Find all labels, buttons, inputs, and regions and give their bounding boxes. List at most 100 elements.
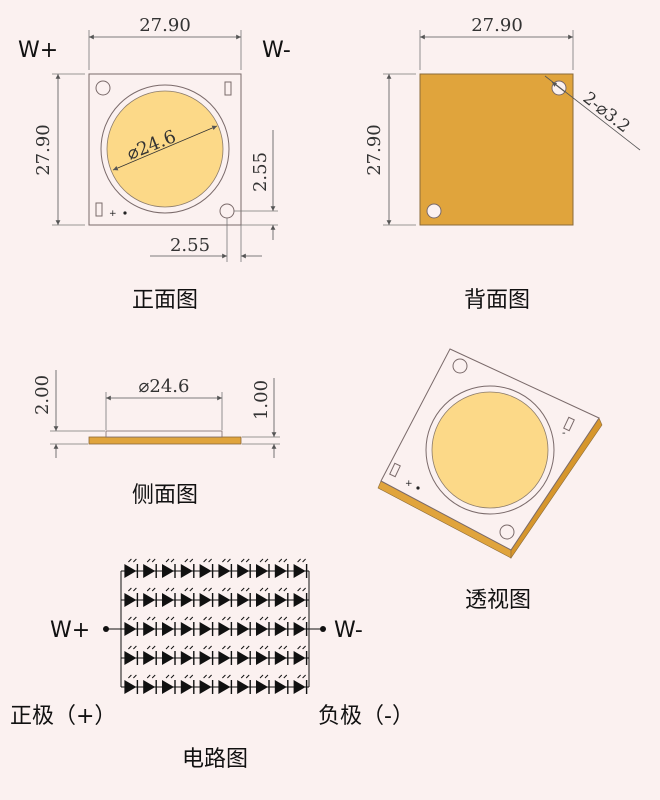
led-diode	[237, 587, 251, 607]
led-diode	[199, 587, 214, 607]
circuit-diagram: W+ W- 正极（+） 负极（-） 电路图	[10, 558, 414, 772]
circuit-plus-terminal-label: W+	[50, 618, 90, 643]
led-diode	[180, 616, 195, 636]
circuit-caption: 电路图	[182, 747, 248, 772]
led-diode	[218, 558, 233, 578]
led-diode	[274, 674, 289, 694]
back-mounting-hole-bottom-left	[426, 203, 442, 219]
front-height-dimension: 27.90	[33, 73, 85, 226]
led-diode	[274, 645, 289, 665]
front-mounting-hole-top-left	[95, 80, 111, 96]
led-diode	[237, 674, 251, 694]
perspective-mounting-hole-bottom	[499, 524, 515, 540]
perspective-mounting-hole-top	[452, 358, 468, 374]
front-minus-terminal-label: W-	[262, 38, 291, 63]
side-phosphor-dome	[105, 430, 223, 438]
led-diode	[293, 616, 308, 636]
led-diode	[218, 645, 233, 665]
front-pad-minus	[224, 81, 232, 96]
led-diode	[143, 674, 157, 694]
led-diode	[199, 616, 214, 636]
back-height-value: 27.90	[364, 124, 385, 176]
led-diode	[237, 616, 251, 636]
front-view: W+ W- 27.90 27.90 + ⌀24.6	[18, 15, 291, 313]
led-diode	[218, 616, 233, 636]
led-diode	[237, 645, 251, 665]
back-substrate	[419, 73, 574, 226]
perspective-pad-minus	[563, 416, 575, 432]
side-total-height-value: 2.00	[32, 375, 53, 415]
front-hole-offset-y-value: 2.55	[250, 152, 271, 192]
led-diode	[124, 558, 139, 578]
front-height-value: 27.90	[33, 124, 54, 176]
side-view: ⌀24.6 2.00 1.00 侧面图	[32, 370, 280, 508]
side-substrate-height-value: 1.00	[251, 380, 272, 420]
circuit-minus-terminal-label: W-	[334, 618, 363, 643]
back-width-value: 27.90	[471, 15, 523, 36]
perspective-dam-ring	[425, 385, 555, 515]
led-diode	[162, 558, 176, 578]
led-diode	[180, 674, 195, 694]
led-diode	[293, 674, 308, 694]
led-diode	[256, 645, 270, 665]
led-diode	[180, 558, 195, 578]
led-diode	[237, 558, 251, 578]
led-diode	[256, 558, 270, 578]
led-diode	[274, 558, 289, 578]
led-diode	[293, 587, 308, 607]
led-diode	[199, 674, 214, 694]
led-diode	[124, 674, 139, 694]
led-diode	[124, 645, 139, 665]
front-hole-offset-y-dimension: 2.55	[234, 130, 278, 240]
led-diode	[162, 645, 176, 665]
led-diode	[218, 674, 233, 694]
back-view: 27.90 27.90 2-⌀3.2 背面图	[364, 15, 641, 313]
front-hole-offset-x-dimension: 2.55	[150, 218, 262, 262]
led-diode	[274, 616, 289, 636]
back-height-dimension: 27.90	[364, 73, 416, 226]
perspective-view: + - 透视图	[377, 348, 603, 613]
front-hole-offset-x-value: 2.55	[170, 235, 210, 256]
led-diode	[180, 587, 195, 607]
negative-polarity-label: 负极（-）	[318, 704, 414, 729]
back-hole-spec: 2-⌀3.2	[579, 88, 634, 137]
front-pad-plus-mark: +	[109, 209, 117, 219]
led-diode	[199, 558, 214, 578]
side-substrate	[88, 436, 242, 445]
led-diode	[143, 645, 157, 665]
positive-polarity-label: 正极（+）	[10, 704, 116, 729]
side-diameter-value: ⌀24.6	[139, 376, 190, 397]
front-diameter-line	[112, 125, 218, 171]
led-diode	[162, 616, 176, 636]
led-diode	[124, 587, 139, 607]
led-diode	[180, 645, 195, 665]
front-view-caption: 正面图	[132, 288, 198, 313]
side-diameter-dimension: ⌀24.6	[105, 376, 223, 430]
led-diode	[143, 558, 157, 578]
led-diode	[293, 558, 308, 578]
led-diode	[199, 645, 214, 665]
led-diode	[274, 587, 289, 607]
front-plus-terminal-label: W+	[18, 38, 58, 63]
side-substrate-height-dimension: 1.00	[242, 378, 280, 458]
led-diode	[124, 616, 139, 636]
led-diode	[256, 587, 270, 607]
led-diode	[162, 587, 176, 607]
led-diode	[162, 674, 176, 694]
led-diode	[218, 587, 233, 607]
perspective-pad-plus	[389, 462, 401, 478]
perspective-phosphor-area	[431, 391, 549, 509]
side-view-caption: 侧面图	[132, 483, 198, 508]
led-array	[121, 558, 309, 694]
front-pad-plus	[95, 202, 103, 217]
led-diode	[256, 674, 270, 694]
perspective-pad-plus-mark: +	[405, 479, 413, 489]
perspective-pad-minus-mark: -	[562, 428, 566, 439]
led-diode	[143, 587, 157, 607]
led-diode	[143, 616, 157, 636]
front-width-dimension: 27.90	[88, 15, 242, 70]
side-total-height-dimension: 2.00	[32, 370, 105, 458]
perspective-view-caption: 透视图	[465, 588, 531, 613]
back-width-dimension: 27.90	[419, 15, 574, 70]
